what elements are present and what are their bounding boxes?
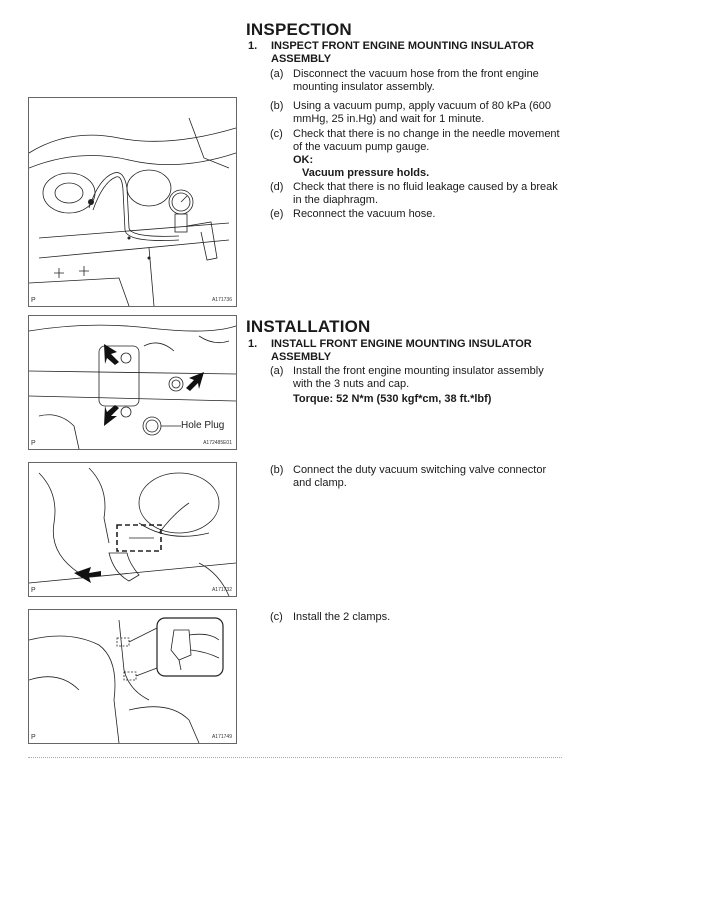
figure-id: A171736 xyxy=(211,297,232,303)
figure-p-mark: P xyxy=(31,440,36,447)
figure-id: A171749 xyxy=(211,734,232,740)
page-bottom-divider xyxy=(28,757,562,758)
ok-label: OK: xyxy=(293,154,314,166)
vsv-connector-illustration xyxy=(29,467,236,596)
inspection-item-e: (e) Reconnect the vacuum hose. xyxy=(270,208,436,220)
ok-value: Vacuum pressure holds. xyxy=(302,167,430,179)
step-number: 1. xyxy=(248,338,258,350)
inspection-heading: INSPECTION xyxy=(246,20,352,39)
figure-insulator-hole-plug: Hole Plug P A172485E01 xyxy=(28,315,237,450)
step-number: 1. xyxy=(248,40,258,52)
figure-id: A171732 xyxy=(211,587,232,593)
figure-clamps: P A171749 xyxy=(28,609,237,744)
inspection-item-a: (a) Disconnect the vacuum hose from the … xyxy=(270,68,539,93)
inspection-step-1: 1. INSPECT FRONT ENGINE MOUNTING INSULAT… xyxy=(248,40,568,66)
insulator-illustration xyxy=(29,324,236,449)
installation-step-1: 1. INSTALL FRONT ENGINE MOUNTING INSULAT… xyxy=(248,338,568,364)
figure-vsv-connector: P A171732 xyxy=(28,462,237,597)
figure-id: A172485E01 xyxy=(203,440,232,446)
installation-item-c: (c) Install the 2 clamps. xyxy=(270,611,391,623)
figure-p-mark: P xyxy=(31,587,36,594)
inspection-item-d: (d) Check that there is no fluid leakage… xyxy=(270,181,558,206)
installation-item-b: (b) Connect the duty vacuum switching va… xyxy=(270,464,547,489)
figure-p-mark: P xyxy=(31,734,36,741)
torque-spec: Torque: 52 N*m (530 kgf*cm, 38 ft.*lbf) xyxy=(293,393,492,405)
figure-p-mark: P xyxy=(31,297,36,304)
step-title: INSPECT FRONT ENGINE MOUNTING INSULATOR … xyxy=(271,40,534,65)
inspection-item-b: (b) Using a vacuum pump, apply vacuum of… xyxy=(270,100,552,125)
inspection-item-c: (c) Check that there is no change in the… xyxy=(270,128,560,153)
vacuum-pump-illustration xyxy=(29,117,236,306)
clamps-illustration xyxy=(29,617,224,743)
installation-item-a: (a) Install the front engine mounting in… xyxy=(270,365,544,390)
figure-vacuum-pump-test: P A171736 xyxy=(28,97,237,307)
hole-plug-callout: Hole Plug xyxy=(181,420,225,431)
step-title: INSTALL FRONT ENGINE MOUNTING INSULATOR … xyxy=(271,338,532,363)
installation-heading: INSTALLATION xyxy=(246,317,371,336)
